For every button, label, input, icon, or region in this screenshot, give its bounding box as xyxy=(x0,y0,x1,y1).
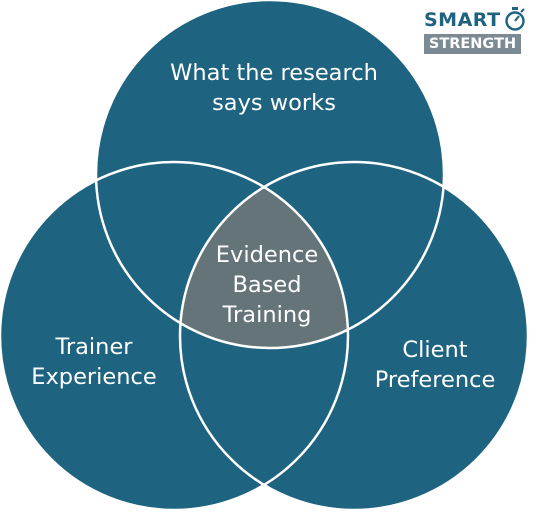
outline-research xyxy=(94,0,446,350)
outline-client-preference xyxy=(178,160,530,512)
smart-strength-logo: SMART STRENGTH xyxy=(424,7,525,54)
label-client-line2: Preference xyxy=(375,367,496,393)
logo-text-smart: SMART xyxy=(424,9,501,31)
outline-trainer-experience xyxy=(0,160,350,512)
label-research-line2: says works xyxy=(212,90,336,116)
label-client-line1: Client xyxy=(402,337,467,363)
label-trainer-line2: Experience xyxy=(31,364,156,390)
label-center-line2: Based xyxy=(232,272,301,298)
label-center-line3: Training xyxy=(222,302,312,328)
stopwatch-icon xyxy=(505,7,525,31)
label-center-line1: Evidence xyxy=(216,242,318,268)
logo-text-strength: STRENGTH xyxy=(424,34,521,54)
label-research-line1: What the research xyxy=(170,60,378,86)
label-trainer-line1: Trainer xyxy=(54,334,133,360)
